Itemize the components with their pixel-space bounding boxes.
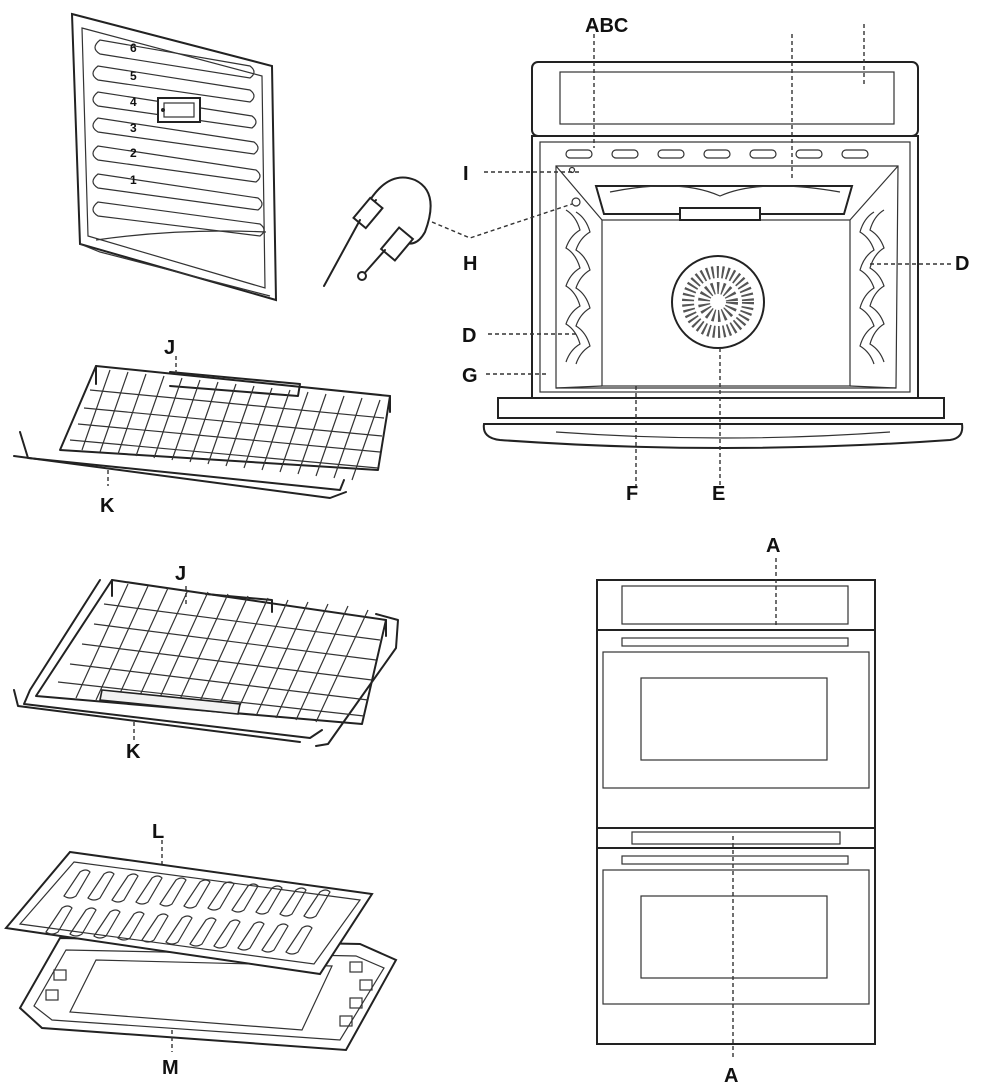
label-i: I [463, 163, 469, 185]
rack-position-2: 2 [130, 146, 137, 160]
oven-side-wall-illustration: 6 5 4 3 2 1 [70, 12, 278, 302]
label-a-bottom: A [724, 1065, 738, 1087]
label-k-top: K [100, 495, 115, 517]
label-j-top: J [164, 337, 175, 359]
leader-lines-front [431, 24, 952, 486]
label-j-mid: J [175, 563, 186, 585]
label-e: E [712, 483, 725, 505]
rack-position-1: 1 [130, 173, 137, 187]
sliding-rack-illustration [13, 579, 399, 747]
label-m: M [162, 1057, 179, 1079]
meat-probe-illustration [323, 176, 432, 287]
double-oven-illustration [596, 579, 876, 1045]
rack-position-6: 6 [130, 41, 137, 55]
rack-guides-left [565, 209, 591, 365]
label-g: G [462, 365, 478, 387]
label-k-mid: K [126, 741, 141, 763]
probe-socket [157, 97, 201, 123]
convection-fan [671, 255, 765, 349]
rack-position-4: 4 [130, 95, 137, 109]
broil-insert-slots [45, 869, 331, 955]
label-a-top: A [766, 535, 780, 557]
top-vents [565, 149, 869, 159]
rack-position-3: 3 [130, 121, 137, 135]
label-abc: ABC [585, 15, 628, 37]
label-l: L [152, 821, 164, 843]
label-d-left: D [462, 325, 476, 347]
flat-rack-illustration [13, 365, 391, 499]
label-h: H [463, 253, 477, 275]
rack-position-5: 5 [130, 69, 137, 83]
label-f: F [626, 483, 638, 505]
rack-guides-right [859, 209, 885, 365]
oven-front-illustration [482, 61, 964, 449]
rack-ridges [92, 39, 265, 237]
label-d-right: D [955, 253, 969, 275]
broil-pan-illustration [4, 850, 398, 1052]
